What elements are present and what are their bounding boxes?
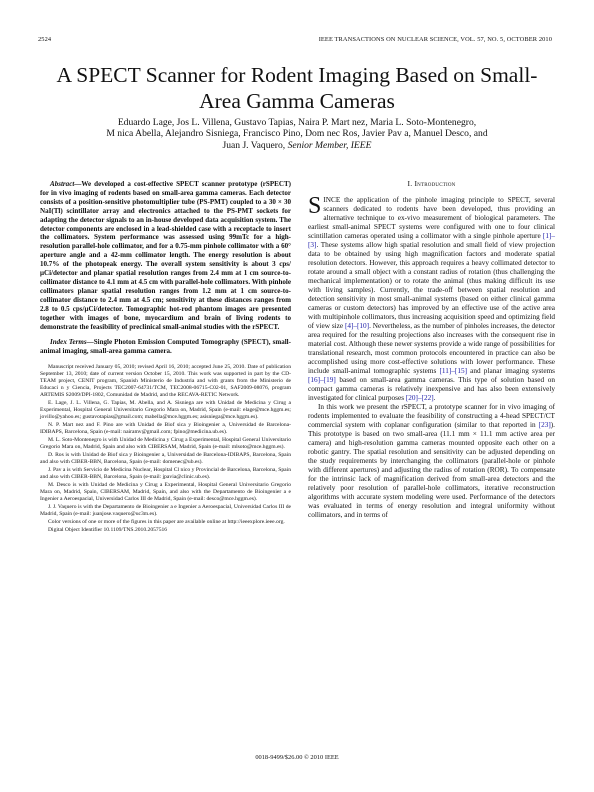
footnote: J. J. Vaquero is with the Departamento d…	[40, 504, 291, 518]
citation-link[interactable]: [1]–[3]	[308, 231, 555, 249]
abstract-text: —We developed a cost-effective SPECT sca…	[40, 180, 291, 331]
paragraph: In this work we present the rSPECT, a pr…	[308, 402, 555, 519]
section-heading: I. Introduction	[407, 179, 456, 188]
membership-grade: Senior Member, IEEE	[287, 139, 372, 151]
citation-link[interactable]: [23]	[538, 420, 551, 429]
author-line: M nica Abella, Alejandro Sisniega, Franc…	[106, 128, 488, 140]
footnote: M. L. Soto-Montenegro is with Unidad de …	[40, 437, 291, 451]
abstract-label: Abstract	[50, 180, 75, 188]
footnotes: Manuscript received January 05, 2010; re…	[40, 364, 291, 534]
journal-name: IEEE TRANSACTIONS ON NUCLEAR SCIENCE, VO…	[318, 36, 552, 43]
footnote: M. Desco is with Unidad de Medicina y Ci…	[40, 482, 291, 503]
footnote: Manuscript received January 05, 2010; re…	[40, 364, 291, 399]
footnote: D. Ros is with Unidad de Biof sica y Bio…	[40, 452, 291, 466]
index-terms-text: —Single Photon Emission Computed Tomogra…	[40, 338, 291, 356]
copyright-footer: 0018-9499/$26.00 © 2010 IEEE	[255, 754, 339, 761]
author-line: Juan J. Vaquero, Senior Member, IEEE	[222, 139, 372, 151]
citation-link[interactable]: [11]–[15]	[439, 366, 467, 375]
abstract: Abstract—We developed a cost-effective S…	[40, 180, 291, 331]
running-header: 2524 IEEE TRANSACTIONS ON NUCLEAR SCIENC…	[38, 36, 552, 48]
index-terms-label: Index Terms	[50, 338, 87, 347]
author-list: Eduardo Lage, Jos L. Villena, Gustavo Ta…	[40, 117, 554, 151]
citation-link[interactable]: [16]–[19]	[308, 375, 336, 384]
citation-link[interactable]: [4]–[10]	[344, 321, 370, 330]
footnote: Digital Object Identifier 10.1109/TNS.20…	[48, 527, 168, 534]
drop-cap: S	[308, 192, 322, 219]
page-number: 2524	[38, 36, 52, 43]
footnote: Color versions of one or more of the fig…	[48, 519, 285, 526]
footnote: J. Pav a is with Servicio de Medicina Nu…	[40, 467, 291, 481]
left-column: Abstract—We developed a cost-effective S…	[40, 180, 291, 535]
author-line: Eduardo Lage, Jos L. Villena, Gustavo Ta…	[117, 117, 477, 128]
citation-link[interactable]: [20]–[22]	[405, 393, 434, 402]
index-terms: Index Terms—Single Photon Emission Compu…	[40, 338, 291, 356]
footnote: E. Lage, J. L. Villena, G. Tapias, M. Ab…	[40, 400, 291, 421]
footnote: N. P. Mart nez and F. Pino are with Unid…	[40, 422, 291, 436]
paper-title: A SPECT Scanner for Rodent Imaging Based…	[56, 63, 538, 113]
